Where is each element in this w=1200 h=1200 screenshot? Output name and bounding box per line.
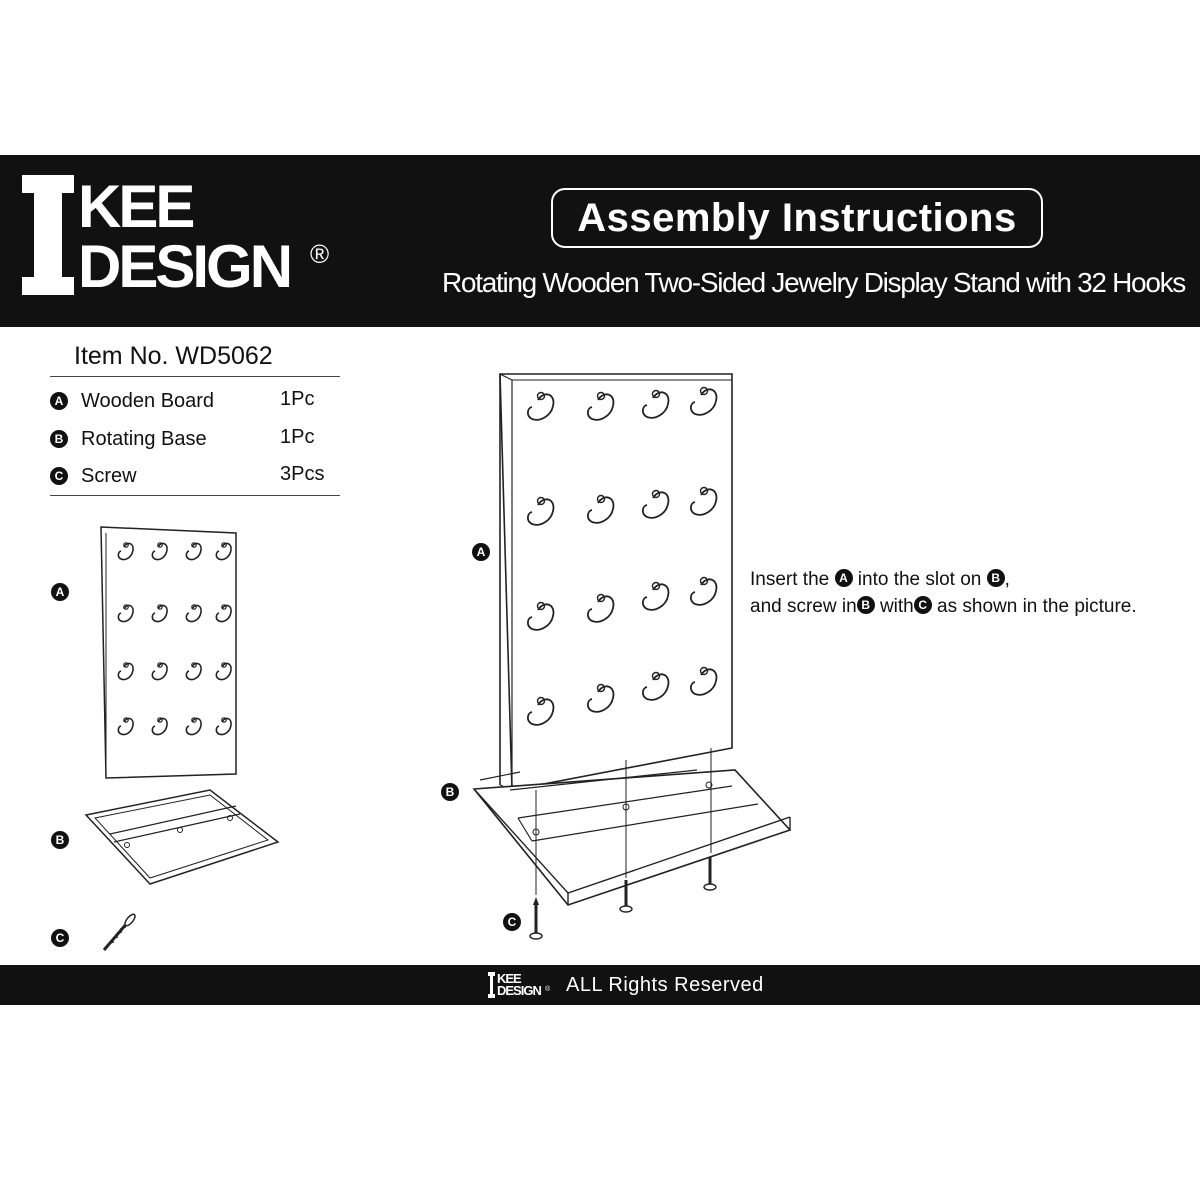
large-board-drawing (499, 373, 733, 791)
ref-badge: B (856, 595, 875, 614)
item-number: Item No. WD5062 (74, 342, 273, 370)
small-board-drawing (100, 526, 237, 779)
marker-c-small: C (51, 929, 69, 947)
small-screw-drawing (102, 913, 136, 951)
parts-bottom-rule (50, 495, 340, 496)
part-quantity: 3Pcs (280, 463, 325, 485)
part-name: Wooden Board (81, 390, 215, 412)
ref-badge: B (986, 568, 1005, 587)
marker-b-small: B (51, 831, 69, 849)
footer-band: KEE DESIGN ® ALL Rights Reserved (0, 965, 1200, 1005)
part-name: Rotating Base (81, 428, 207, 450)
footer-registered-mark: ® (545, 986, 551, 993)
part-name: Screw (81, 465, 137, 487)
part-row-b: B Rotating Base 1Pc (50, 426, 340, 452)
product-subtitle: Rotating Wooden Two-Sided Jewelry Displa… (442, 267, 1186, 298)
marker-b-large: B (441, 783, 459, 801)
logo-line-design: DESIGN (78, 233, 293, 300)
instruction-text: with (879, 596, 914, 617)
marker-c-large: C (503, 913, 521, 931)
part-quantity: 1Pc (280, 426, 315, 448)
footer-logo-design: DESIGN (497, 983, 542, 998)
part-letter-badge: C (50, 467, 68, 485)
brand-logo: KEE DESIGN ® (22, 173, 352, 300)
copyright-text: ALL Rights Reserved (566, 974, 764, 996)
part-letter-badge: A (50, 392, 68, 410)
instruction-line-1: Insert the A into the slot on B, (750, 566, 1195, 593)
footer-logo-kee: KEE (497, 971, 522, 986)
parts-top-rule (50, 376, 340, 377)
instruction-text: as shown in the picture. (937, 596, 1137, 617)
logo-big-i (22, 175, 74, 295)
instruction-text: Insert the (750, 569, 830, 590)
assembly-instruction-text: Insert the A into the slot on B, and scr… (750, 566, 1195, 620)
small-base-drawing (84, 789, 280, 885)
part-letter-badge: B (50, 430, 68, 448)
registered-mark: ® (310, 239, 330, 269)
large-screws-drawing (529, 857, 717, 940)
header-band: KEE DESIGN ® Assembly Instructions Rotat… (0, 155, 1200, 327)
part-row-c: C Screw 3Pcs (50, 463, 340, 489)
ref-badge: C (913, 595, 932, 614)
part-row-a: A Wooden Board 1Pc (50, 388, 340, 414)
marker-a-large: A (472, 543, 490, 561)
page-title: Assembly Instructions (551, 188, 1043, 248)
part-quantity: 1Pc (280, 388, 315, 410)
instruction-text: , (1004, 569, 1010, 590)
instruction-text: and screw in (750, 596, 857, 617)
logo-line-kee: KEE (78, 173, 195, 240)
marker-a-small: A (51, 583, 69, 601)
instruction-text: into the slot on (857, 569, 982, 590)
large-base-drawing (472, 748, 792, 906)
footer-logo-i (488, 972, 495, 998)
ref-badge: A (834, 568, 853, 587)
footer-logo: KEE DESIGN ® (488, 972, 556, 998)
